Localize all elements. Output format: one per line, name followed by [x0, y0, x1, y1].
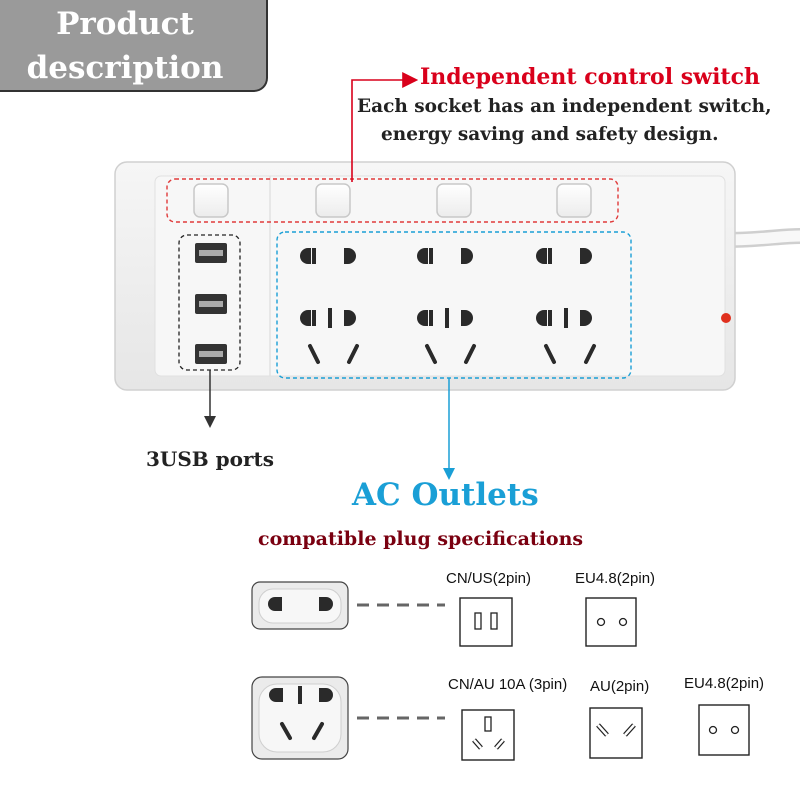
switch-callout-line2: energy saving and safety design.: [381, 124, 719, 145]
spec-eu48-2pin-label: EU4.8(2pin): [575, 570, 656, 587]
spec-eu48-2pin-label-2: EU4.8(2pin): [684, 675, 765, 692]
product-description-badge: [0, 0, 268, 92]
usb-port-icon: [195, 243, 227, 364]
spec-au-2pin-diagram: [589, 707, 643, 759]
plug-socket-icon: [251, 581, 349, 630]
usb-ports-label: 3USB ports: [146, 447, 275, 471]
badge-title: Product description: [0, 2, 250, 90]
badge-line2: description: [26, 50, 224, 86]
switch-callout-line1: Each socket has an independent switch,: [357, 96, 772, 117]
switch-callout-title: Independent control switch: [420, 64, 760, 90]
badge-line1: Product: [56, 6, 194, 42]
ac-outlets-title: AC Outlets: [352, 477, 539, 513]
compatible-plug-subtitle: compatible plug specifications: [258, 528, 584, 550]
spec-eu48-2pin-diagram-2: [698, 704, 750, 756]
spec-cn-us-2pin-label: CN/US(2pin): [446, 570, 532, 587]
switch-button-icon: [193, 183, 592, 218]
plug-socket-icon-combo: [251, 676, 349, 760]
spec-cn-us-2pin-diagram: [459, 597, 513, 647]
spec-au-2pin-label: AU(2pin): [590, 678, 650, 695]
power-indicator-light: [721, 313, 731, 323]
spec-cn-au-10a-3pin-label: CN/AU 10A (3pin): [448, 676, 568, 693]
spec-eu48-2pin-diagram: [585, 597, 637, 647]
spec-cn-au-10a-3pin-diagram: [461, 709, 515, 761]
universal-outlet-icon: [300, 248, 596, 364]
